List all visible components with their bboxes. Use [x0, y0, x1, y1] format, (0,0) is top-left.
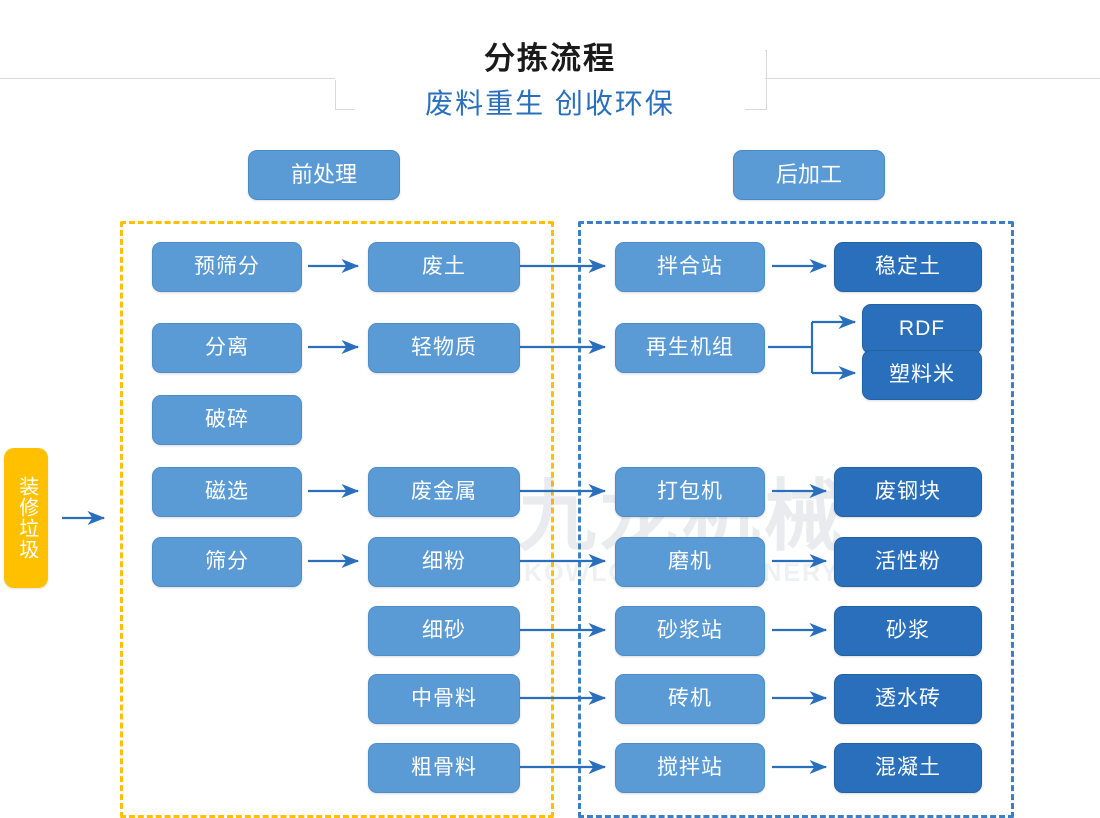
node-fine-sand[interactable]: 细砂	[368, 606, 520, 656]
node-mortar[interactable]: 砂浆	[834, 606, 982, 656]
node-concrete-batching-station[interactable]: 搅拌站	[615, 743, 765, 793]
node-scrap-metal[interactable]: 废金属	[368, 467, 520, 517]
node-medium-aggregate[interactable]: 中骨料	[368, 674, 520, 724]
node-waste-soil[interactable]: 废土	[368, 242, 520, 292]
node-crushing[interactable]: 破碎	[152, 395, 302, 445]
node-fine-powder[interactable]: 细粉	[368, 537, 520, 587]
input-node-decoration-waste[interactable]: 装修垃圾	[4, 448, 48, 588]
node-recycling-unit[interactable]: 再生机组	[615, 323, 765, 373]
node-baler[interactable]: 打包机	[615, 467, 765, 517]
section-header-postprocessing[interactable]: 后加工	[733, 150, 885, 200]
node-pre-screening[interactable]: 预筛分	[152, 242, 302, 292]
node-mortar-station[interactable]: 砂浆站	[615, 606, 765, 656]
node-active-powder[interactable]: 活性粉	[834, 537, 982, 587]
node-grinding-mill[interactable]: 磨机	[615, 537, 765, 587]
node-brick-machine[interactable]: 砖机	[615, 674, 765, 724]
node-screening[interactable]: 筛分	[152, 537, 302, 587]
node-plastic-pellets[interactable]: 塑料米	[862, 350, 982, 400]
node-permeable-brick[interactable]: 透水砖	[834, 674, 982, 724]
node-light-material[interactable]: 轻物质	[368, 323, 520, 373]
node-coarse-aggregate[interactable]: 粗骨料	[368, 743, 520, 793]
node-concrete[interactable]: 混凝土	[834, 743, 982, 793]
page-title: 分拣流程	[335, 38, 765, 80]
node-magnetic-separation[interactable]: 磁选	[152, 467, 302, 517]
page-subtitle: 废料重生 创收环保	[355, 84, 745, 124]
node-rdf[interactable]: RDF	[862, 304, 982, 354]
node-scrap-steel-block[interactable]: 废钢块	[834, 467, 982, 517]
node-stabilized-soil[interactable]: 稳定土	[834, 242, 982, 292]
node-separation[interactable]: 分离	[152, 323, 302, 373]
node-mixing-station[interactable]: 拌合站	[615, 242, 765, 292]
section-header-pretreatment[interactable]: 前处理	[248, 150, 400, 200]
